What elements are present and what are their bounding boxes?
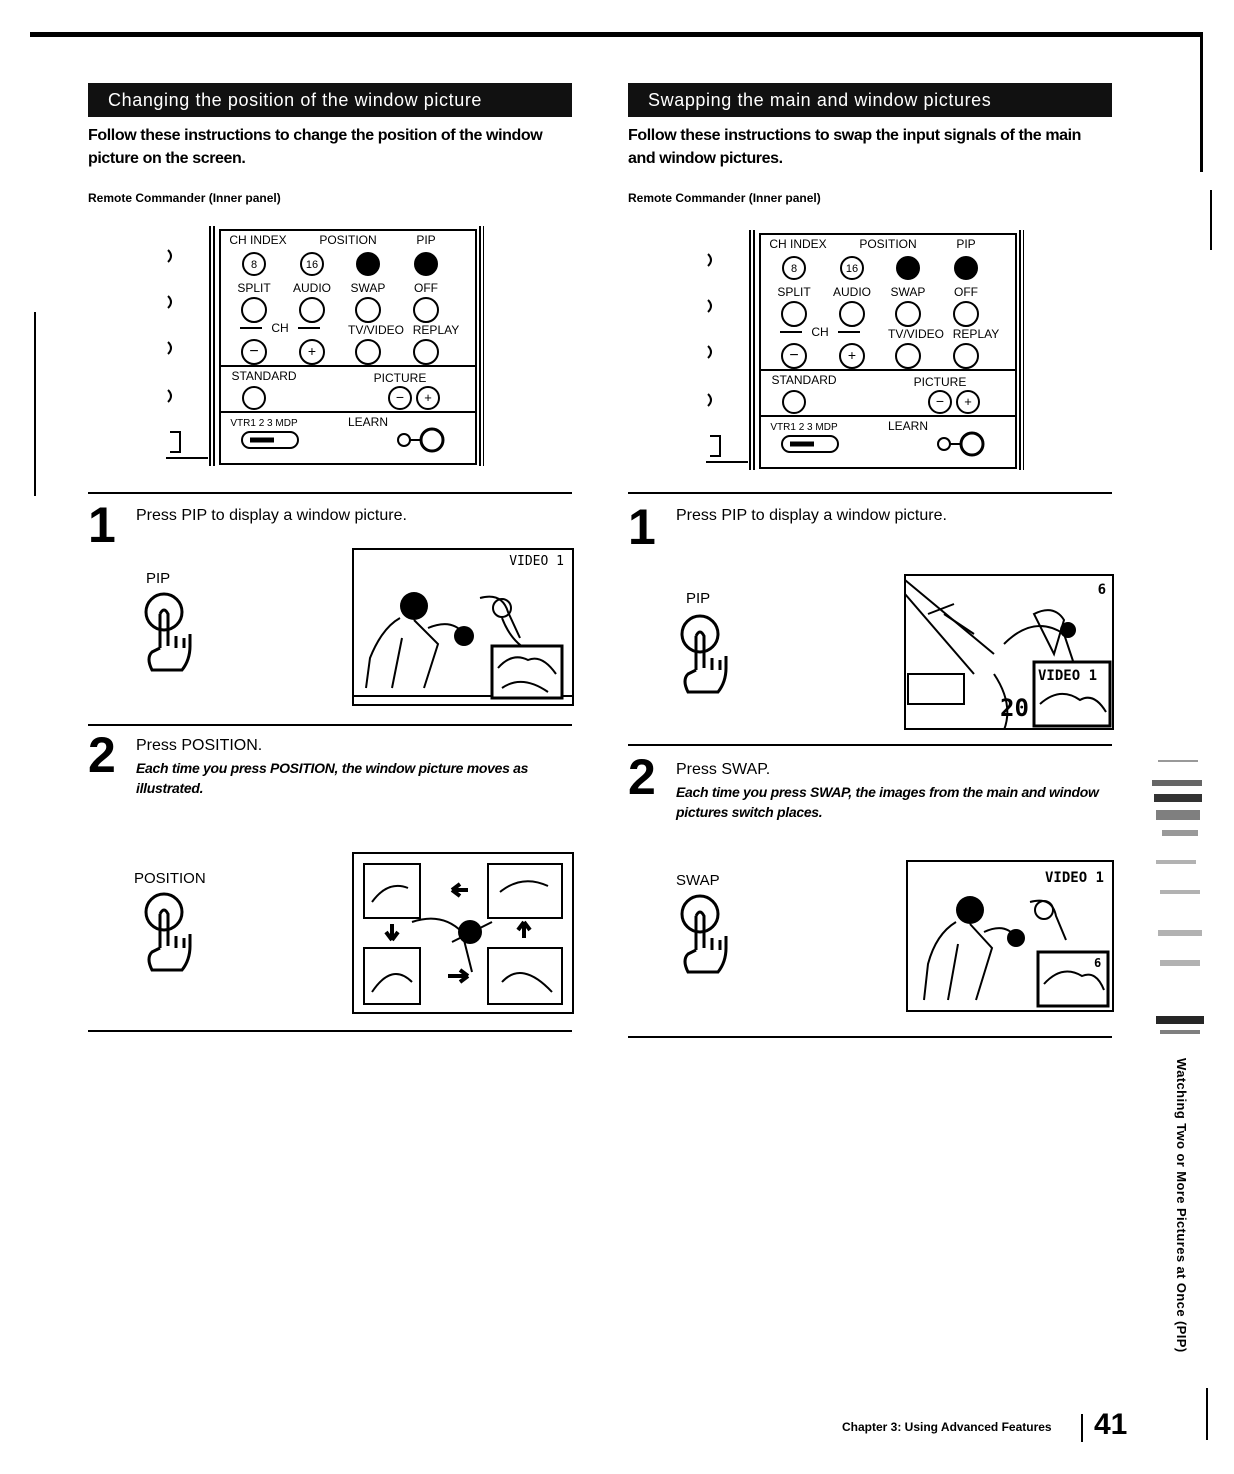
sidebar-chapter-title: Watching Two or More Pictures at Once (P… — [1174, 1058, 1189, 1353]
step-number: 2 — [628, 749, 656, 805]
section-heading: Swapping the main and window pictures — [628, 83, 1112, 117]
halftone-texture — [1152, 760, 1204, 1034]
hand-press-icon — [680, 614, 728, 694]
tv-window-label: VIDEO 1 — [1038, 668, 1098, 684]
boxing-swapped-illustration — [906, 860, 1114, 1012]
position-button-label: POSITION — [134, 870, 206, 887]
svg-text:STANDARD: STANDARD — [231, 369, 296, 383]
page-number: 41 — [1094, 1408, 1128, 1441]
step-title: Press POSITION. — [136, 737, 263, 754]
svg-text:CH: CH — [811, 325, 828, 339]
tv-channel-label: 6 — [1097, 582, 1106, 598]
svg-text:16: 16 — [846, 263, 858, 275]
svg-text:REPLAY: REPLAY — [953, 327, 999, 341]
tv-channel-label: VIDEO 1 — [509, 554, 564, 569]
svg-text:−: − — [936, 393, 944, 409]
pip-button-label: PIP — [686, 590, 711, 607]
svg-text:SPLIT: SPLIT — [237, 281, 271, 295]
step-number: 1 — [628, 499, 656, 555]
svg-text:VTR1 2 3 MDP: VTR1 2 3 MDP — [230, 418, 298, 429]
svg-text:+: + — [424, 390, 432, 405]
svg-text:CH: CH — [271, 321, 288, 335]
svg-text:8: 8 — [791, 263, 797, 275]
svg-text:AUDIO: AUDIO — [293, 281, 331, 295]
football-illustration — [904, 574, 1114, 731]
svg-text:POSITION: POSITION — [319, 233, 376, 247]
section-swap-pictures: Swapping the main and window pictures Fo… — [628, 0, 1118, 1100]
binding-mark — [1206, 1388, 1208, 1440]
swap-button-label: SWAP — [676, 872, 720, 889]
binding-mark — [1210, 190, 1212, 250]
svg-text:TV/VIDEO: TV/VIDEO — [348, 323, 404, 337]
svg-text:OFF: OFF — [954, 285, 978, 299]
svg-text:PICTURE: PICTURE — [374, 371, 427, 385]
svg-text:−: − — [396, 389, 404, 405]
position-cycle-illustration — [352, 852, 574, 1014]
svg-text:CH INDEX: CH INDEX — [769, 237, 826, 251]
svg-text:REPLAY: REPLAY — [413, 323, 459, 337]
svg-text:OFF: OFF — [414, 281, 438, 295]
top-rule — [30, 32, 1202, 37]
divider — [628, 492, 1112, 494]
step-title: Press SWAP. — [676, 761, 771, 778]
svg-text:SWAP: SWAP — [891, 285, 926, 299]
svg-text:PIP: PIP — [416, 233, 435, 247]
tv-screen-icon: VIDEO 1 — [352, 548, 574, 706]
svg-text:PICTURE: PICTURE — [914, 375, 967, 389]
section-intro: Follow these instructions to change the … — [88, 127, 543, 167]
hand-press-icon — [144, 592, 192, 672]
svg-text:−: − — [789, 347, 798, 364]
svg-text:8: 8 — [251, 259, 257, 271]
svg-text:LEARN: LEARN — [348, 415, 388, 429]
step-note: Each time you press POSITION, the window… — [136, 760, 529, 796]
jersey-number: 20 — [1000, 694, 1029, 722]
tv-screen-icon — [352, 852, 574, 1014]
svg-text:+: + — [848, 347, 856, 363]
svg-text:16: 16 — [306, 259, 318, 271]
section-change-position: Changing the position of the window pict… — [88, 0, 578, 1100]
svg-text:SPLIT: SPLIT — [777, 285, 811, 299]
divider — [88, 492, 572, 494]
right-edge-rule — [1200, 32, 1203, 172]
pip-button-label: PIP — [146, 570, 171, 587]
footer-divider — [1081, 1414, 1083, 1442]
svg-text:POSITION: POSITION — [859, 237, 916, 251]
svg-text:LEARN: LEARN — [888, 419, 928, 433]
hand-press-icon — [144, 892, 192, 972]
step-number: 2 — [88, 727, 116, 783]
svg-text:PIP: PIP — [956, 237, 975, 251]
remote-label: Remote Commander (Inner panel) — [628, 191, 821, 205]
svg-text:TV/VIDEO: TV/VIDEO — [888, 327, 944, 341]
tv-channel-label: VIDEO 1 — [1044, 870, 1104, 886]
section-intro: Follow these instructions to swap the in… — [628, 127, 1082, 167]
svg-text:VTR1 2 3 MDP: VTR1 2 3 MDP — [770, 422, 838, 433]
step-note: Each time you press SWAP, the images fro… — [676, 784, 1099, 820]
svg-text:+: + — [964, 394, 972, 409]
svg-text:CH INDEX: CH INDEX — [229, 233, 286, 247]
section-heading: Changing the position of the window pict… — [88, 83, 572, 117]
step-title: Press PIP to display a window picture. — [676, 507, 947, 524]
tv-window-label: 6 — [1094, 956, 1102, 970]
remote-label: Remote Commander (Inner panel) — [88, 191, 281, 205]
tv-screen-icon: 6 VIDEO 1 20 — [904, 574, 1114, 731]
boxing-illustration — [352, 548, 574, 706]
step-title: Press PIP to display a window picture. — [136, 507, 407, 524]
tv-screen-icon: VIDEO 1 6 — [906, 860, 1114, 1012]
svg-text:STANDARD: STANDARD — [771, 373, 836, 387]
svg-text:+: + — [308, 343, 316, 359]
svg-text:SWAP: SWAP — [351, 281, 386, 295]
divider — [628, 744, 1112, 746]
hand-press-icon — [680, 894, 728, 974]
divider — [628, 1036, 1112, 1038]
step-number: 1 — [88, 497, 116, 553]
binding-mark — [34, 312, 36, 496]
divider — [88, 724, 572, 726]
divider — [88, 1030, 572, 1032]
svg-text:−: − — [249, 343, 258, 360]
footer-chapter: Chapter 3: Using Advanced Features — [842, 1420, 1052, 1434]
svg-text:AUDIO: AUDIO — [833, 285, 871, 299]
